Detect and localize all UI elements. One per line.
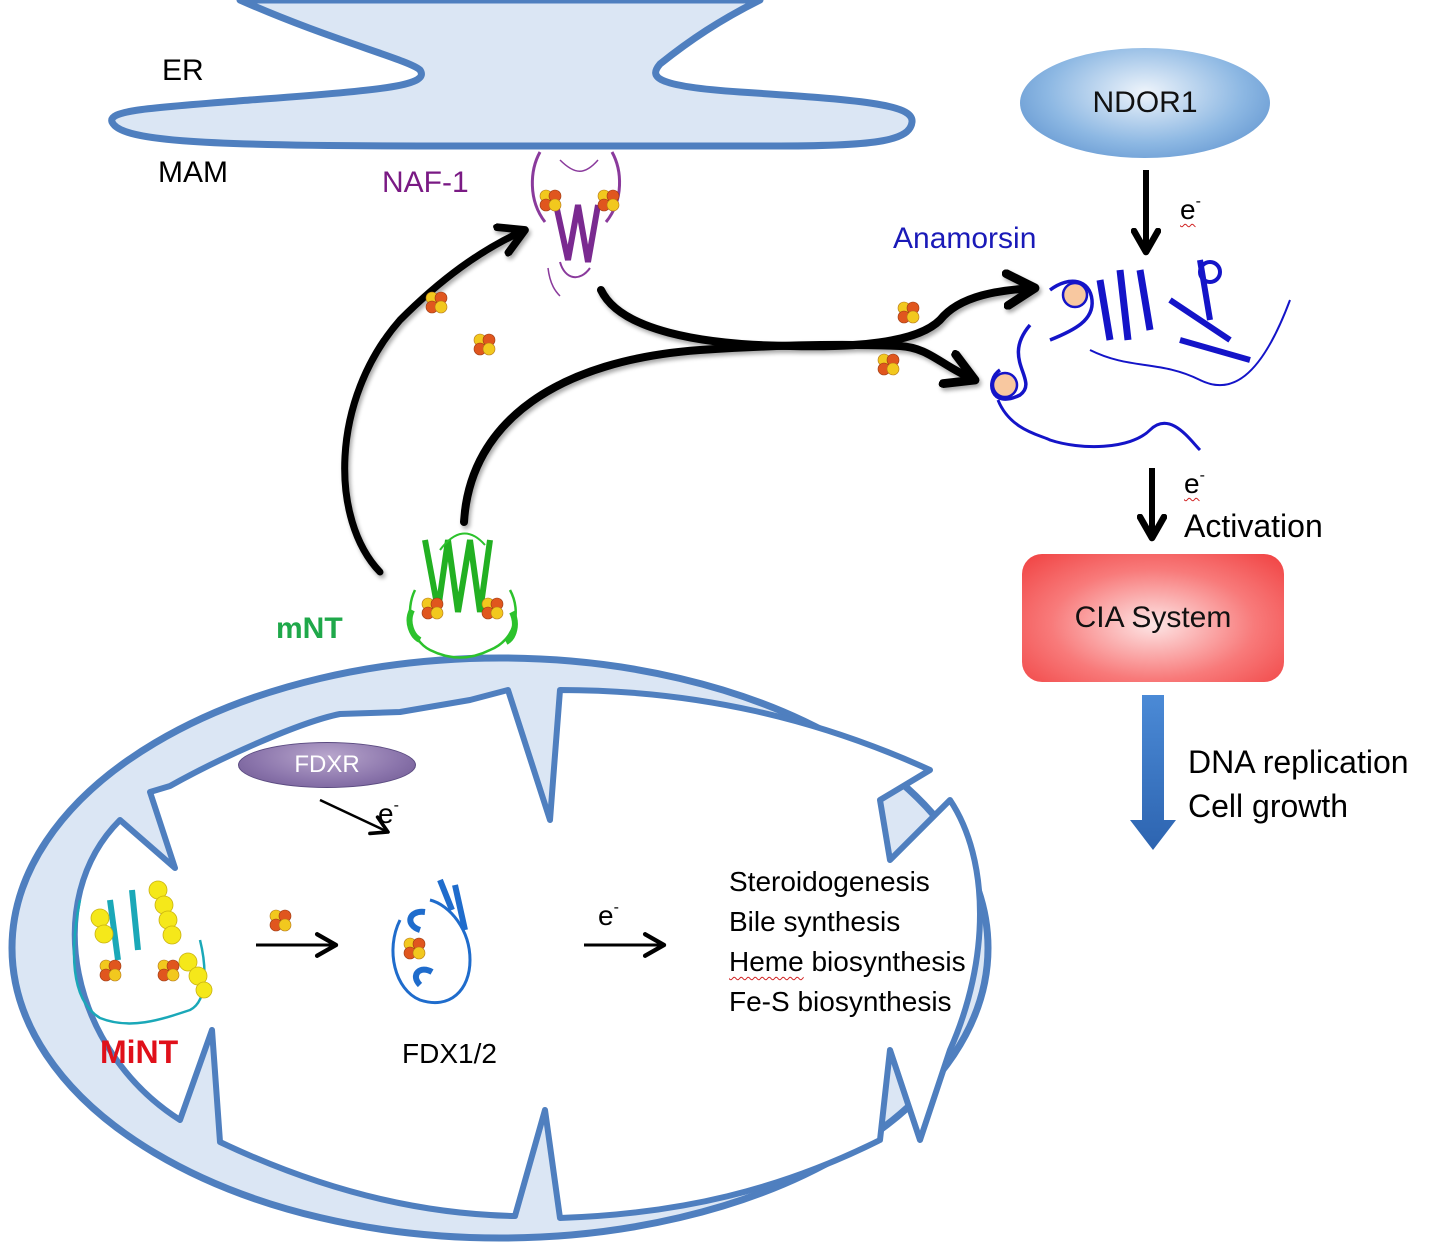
fdxr-label: FDXR <box>294 751 360 778</box>
mito-process-list: Steroidogenesis Bile synthesis Heme bios… <box>729 862 966 1022</box>
er-membrane <box>108 0 916 150</box>
outcome-item: Cell growth <box>1188 788 1349 824</box>
naf1-protein-structure <box>530 151 622 297</box>
cia-system-node: CIA System <box>1022 554 1284 682</box>
anamorsin-label: Anamorsin <box>893 222 1037 255</box>
ndor1-node: NDOR1 <box>1020 48 1270 158</box>
naf1-label: NAF-1 <box>382 166 469 199</box>
fdx-label: FDX1/2 <box>402 1038 497 1069</box>
fes-cluster-icon <box>897 301 920 324</box>
arrow-mnt-to-naf1 <box>341 230 525 576</box>
process-item: Heme biosynthesis <box>729 946 966 977</box>
mnt-protein-structure <box>406 532 518 659</box>
anamorsin-protein-structure <box>990 259 1291 452</box>
arrow-fdxr-to-fdx <box>319 798 390 836</box>
arrow-cia-to-outcomes <box>1130 695 1176 850</box>
cia-system-label: CIA System <box>1074 601 1232 634</box>
fes-cluster-icon <box>877 353 900 376</box>
fdx-protein-structure <box>391 878 472 1005</box>
electron-label-fdx: e- <box>598 899 619 931</box>
outcomes-list: DNA replication Cell growth <box>1188 740 1409 828</box>
mito-inner-membrane <box>71 687 983 1221</box>
mint-label: MiNT <box>100 1034 179 1070</box>
fes-cluster-icon <box>425 291 448 314</box>
er-label: ER <box>162 54 204 87</box>
mint-protein-structure <box>72 880 213 1025</box>
activation-label: Activation <box>1184 508 1323 544</box>
process-item: Steroidogenesis <box>729 866 930 897</box>
process-item: Bile synthesis <box>729 906 901 937</box>
arrow-naf1-to-anamorsin <box>597 288 1035 351</box>
mnt-label: mNT <box>276 612 343 645</box>
electron-label-fdxr: e- <box>378 797 399 829</box>
electron-label-ndor1: e- <box>1180 193 1201 225</box>
mam-label: MAM <box>158 156 228 189</box>
ndor1-label: NDOR1 <box>1092 86 1198 119</box>
process-item: Fe-S biosynthesis <box>729 986 952 1017</box>
fdxr-node: FDXR <box>238 742 416 788</box>
fes-cluster-icon <box>473 333 496 356</box>
electron-label-activation: e- <box>1184 467 1205 499</box>
outcome-item: DNA replication <box>1188 744 1409 780</box>
